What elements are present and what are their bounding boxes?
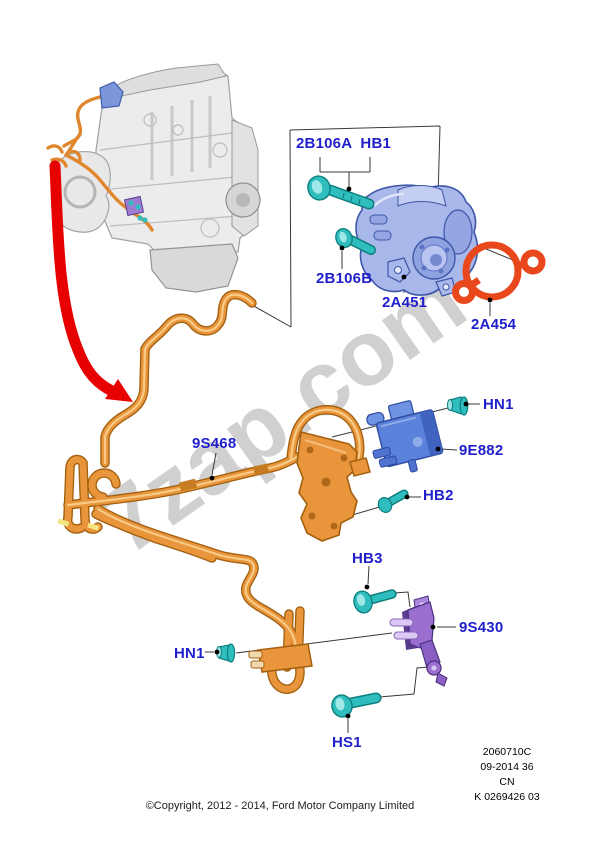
callout-box [251,125,441,328]
pipe-bracket [296,431,358,542]
vacuum-pump-2a451 [355,184,479,297]
callout-2b106b[interactable]: 2B106B [316,270,373,287]
callout-dots [209,186,493,719]
gasket-2a454 [452,241,546,304]
callout-hb2[interactable]: HB2 [423,487,454,504]
callout-2a451[interactable]: 2A451 [382,294,428,311]
callout-hn1-lower[interactable]: HN1 [174,645,205,662]
nut-hn1-upper [447,396,469,416]
doc-code-line: 09-2014 36 [480,761,534,773]
callout-hs1[interactable]: HS1 [332,734,362,751]
copyright-notice: ©Copyright, 2012 - 2014, Ford Motor Comp… [145,800,415,812]
bolt-hb3 [353,589,397,614]
document-codes: 2060710C 09-2014 36 CN K 0269426 03 [447,745,567,805]
engine-illustration [46,63,261,293]
callout-2b106a-hb1[interactable]: 2B106A HB1 [296,135,392,152]
callout-2a454[interactable]: 2A454 [471,316,517,333]
bolt-hb2 [377,489,409,513]
red-arrow [49,160,133,402]
callout-9s468[interactable]: 9S468 [192,435,237,452]
solenoid-9e882 [366,400,444,473]
bolt-hb1 [307,175,375,210]
doc-code-line: CN [499,776,515,788]
nut-hn1-lower [216,643,236,663]
pipe-assembly-9s468 [57,295,371,690]
bolt-2b106b [335,228,376,255]
callout-9s430[interactable]: 9S430 [459,619,504,636]
callout-9e882[interactable]: 9E882 [459,442,504,459]
doc-code-line: 2060710C [482,746,532,758]
engine-fasteners [128,200,148,223]
doc-code-line: K 0269426 03 [474,791,540,803]
callout-hb3[interactable]: HB3 [352,550,383,567]
engine-bracket [123,195,145,217]
engine-solenoid [99,81,124,109]
bolt-hs1 [331,692,382,718]
bracket-9s430 [389,595,448,687]
callout-hn1-upper[interactable]: HN1 [483,396,514,413]
